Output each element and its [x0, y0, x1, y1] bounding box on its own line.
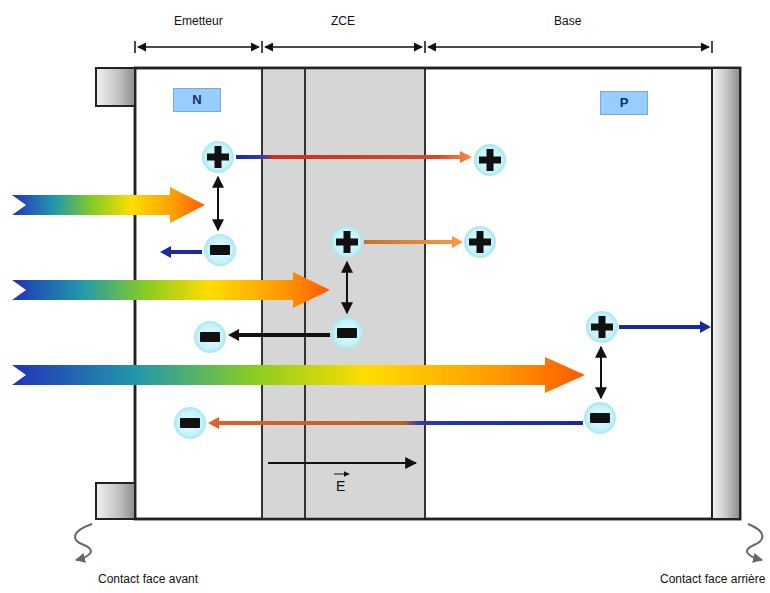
electron-path-arrow	[228, 329, 330, 341]
electron-symbol	[331, 317, 363, 349]
zone-label: Base	[554, 14, 581, 28]
minus-bar	[590, 413, 610, 423]
contact-label: Contact face arrière	[660, 572, 765, 586]
dimension-tick	[711, 41, 713, 53]
minus-bar	[180, 418, 200, 428]
carrier-glow	[194, 321, 226, 353]
electron-symbol	[174, 407, 206, 439]
pair-arrows	[218, 177, 601, 398]
plus-bar	[487, 149, 494, 171]
electron-path-arrow	[208, 417, 583, 429]
minus-bar	[210, 245, 230, 255]
vector-arrow	[334, 474, 349, 475]
dimension-arrows	[135, 41, 712, 53]
doping-label: N	[186, 92, 208, 108]
pair-arrow	[217, 177, 219, 230]
contact-curl	[75, 524, 92, 560]
hole-path-arrow	[619, 321, 711, 333]
dimension-tick	[134, 41, 136, 53]
carrier-glow	[174, 407, 206, 439]
carrier-glow	[586, 311, 618, 343]
dimension-arrow	[265, 46, 422, 48]
dimension-tick	[261, 41, 263, 53]
dimension-arrow	[138, 46, 259, 48]
hole-path-arrow	[236, 151, 472, 163]
electron-symbol	[584, 402, 616, 434]
plus-bar	[344, 231, 351, 253]
contact-label: Contact face avant	[98, 572, 198, 586]
carrier-glow	[331, 226, 363, 258]
zone-label: Emetteur	[174, 14, 223, 28]
electron-symbol	[204, 234, 236, 266]
back-contact	[712, 68, 740, 519]
carrier-glow	[202, 141, 234, 173]
photon-arrow	[12, 272, 330, 308]
electron-symbol	[194, 321, 226, 353]
plus-bar	[477, 231, 484, 253]
contact-curl	[747, 524, 762, 560]
field-label: E	[336, 479, 345, 493]
front-contact	[96, 68, 135, 106]
minus-bar	[337, 328, 357, 338]
zone-label: ZCE	[331, 14, 355, 28]
photon-arrow	[12, 187, 205, 223]
zone-border	[424, 68, 426, 519]
doping-label: P	[613, 95, 635, 111]
field-arrow	[268, 462, 416, 464]
doping-box: P	[600, 91, 648, 115]
hole-symbol	[331, 226, 363, 258]
carrier-glow	[204, 234, 236, 266]
pair-arrow	[600, 347, 602, 398]
carrier-glow	[584, 402, 616, 434]
carrier-glow	[474, 144, 506, 176]
dimension-tick	[424, 41, 426, 53]
hole-symbol	[202, 141, 234, 173]
hole-symbol	[474, 144, 506, 176]
pair-arrow	[346, 262, 348, 313]
front-contact	[96, 483, 135, 519]
hole-symbol	[464, 226, 496, 258]
carrier-glow	[464, 226, 496, 258]
minus-bar	[200, 332, 220, 342]
doping-box: N	[173, 88, 221, 112]
electron-path-arrow	[160, 246, 202, 258]
dimension-arrow	[428, 46, 709, 48]
plus-bar	[215, 146, 222, 168]
plus-bar	[599, 316, 606, 338]
carrier-glow	[331, 317, 363, 349]
photon-arrow	[12, 357, 585, 393]
hole-symbol	[586, 311, 618, 343]
hole-path-arrow	[364, 236, 463, 248]
